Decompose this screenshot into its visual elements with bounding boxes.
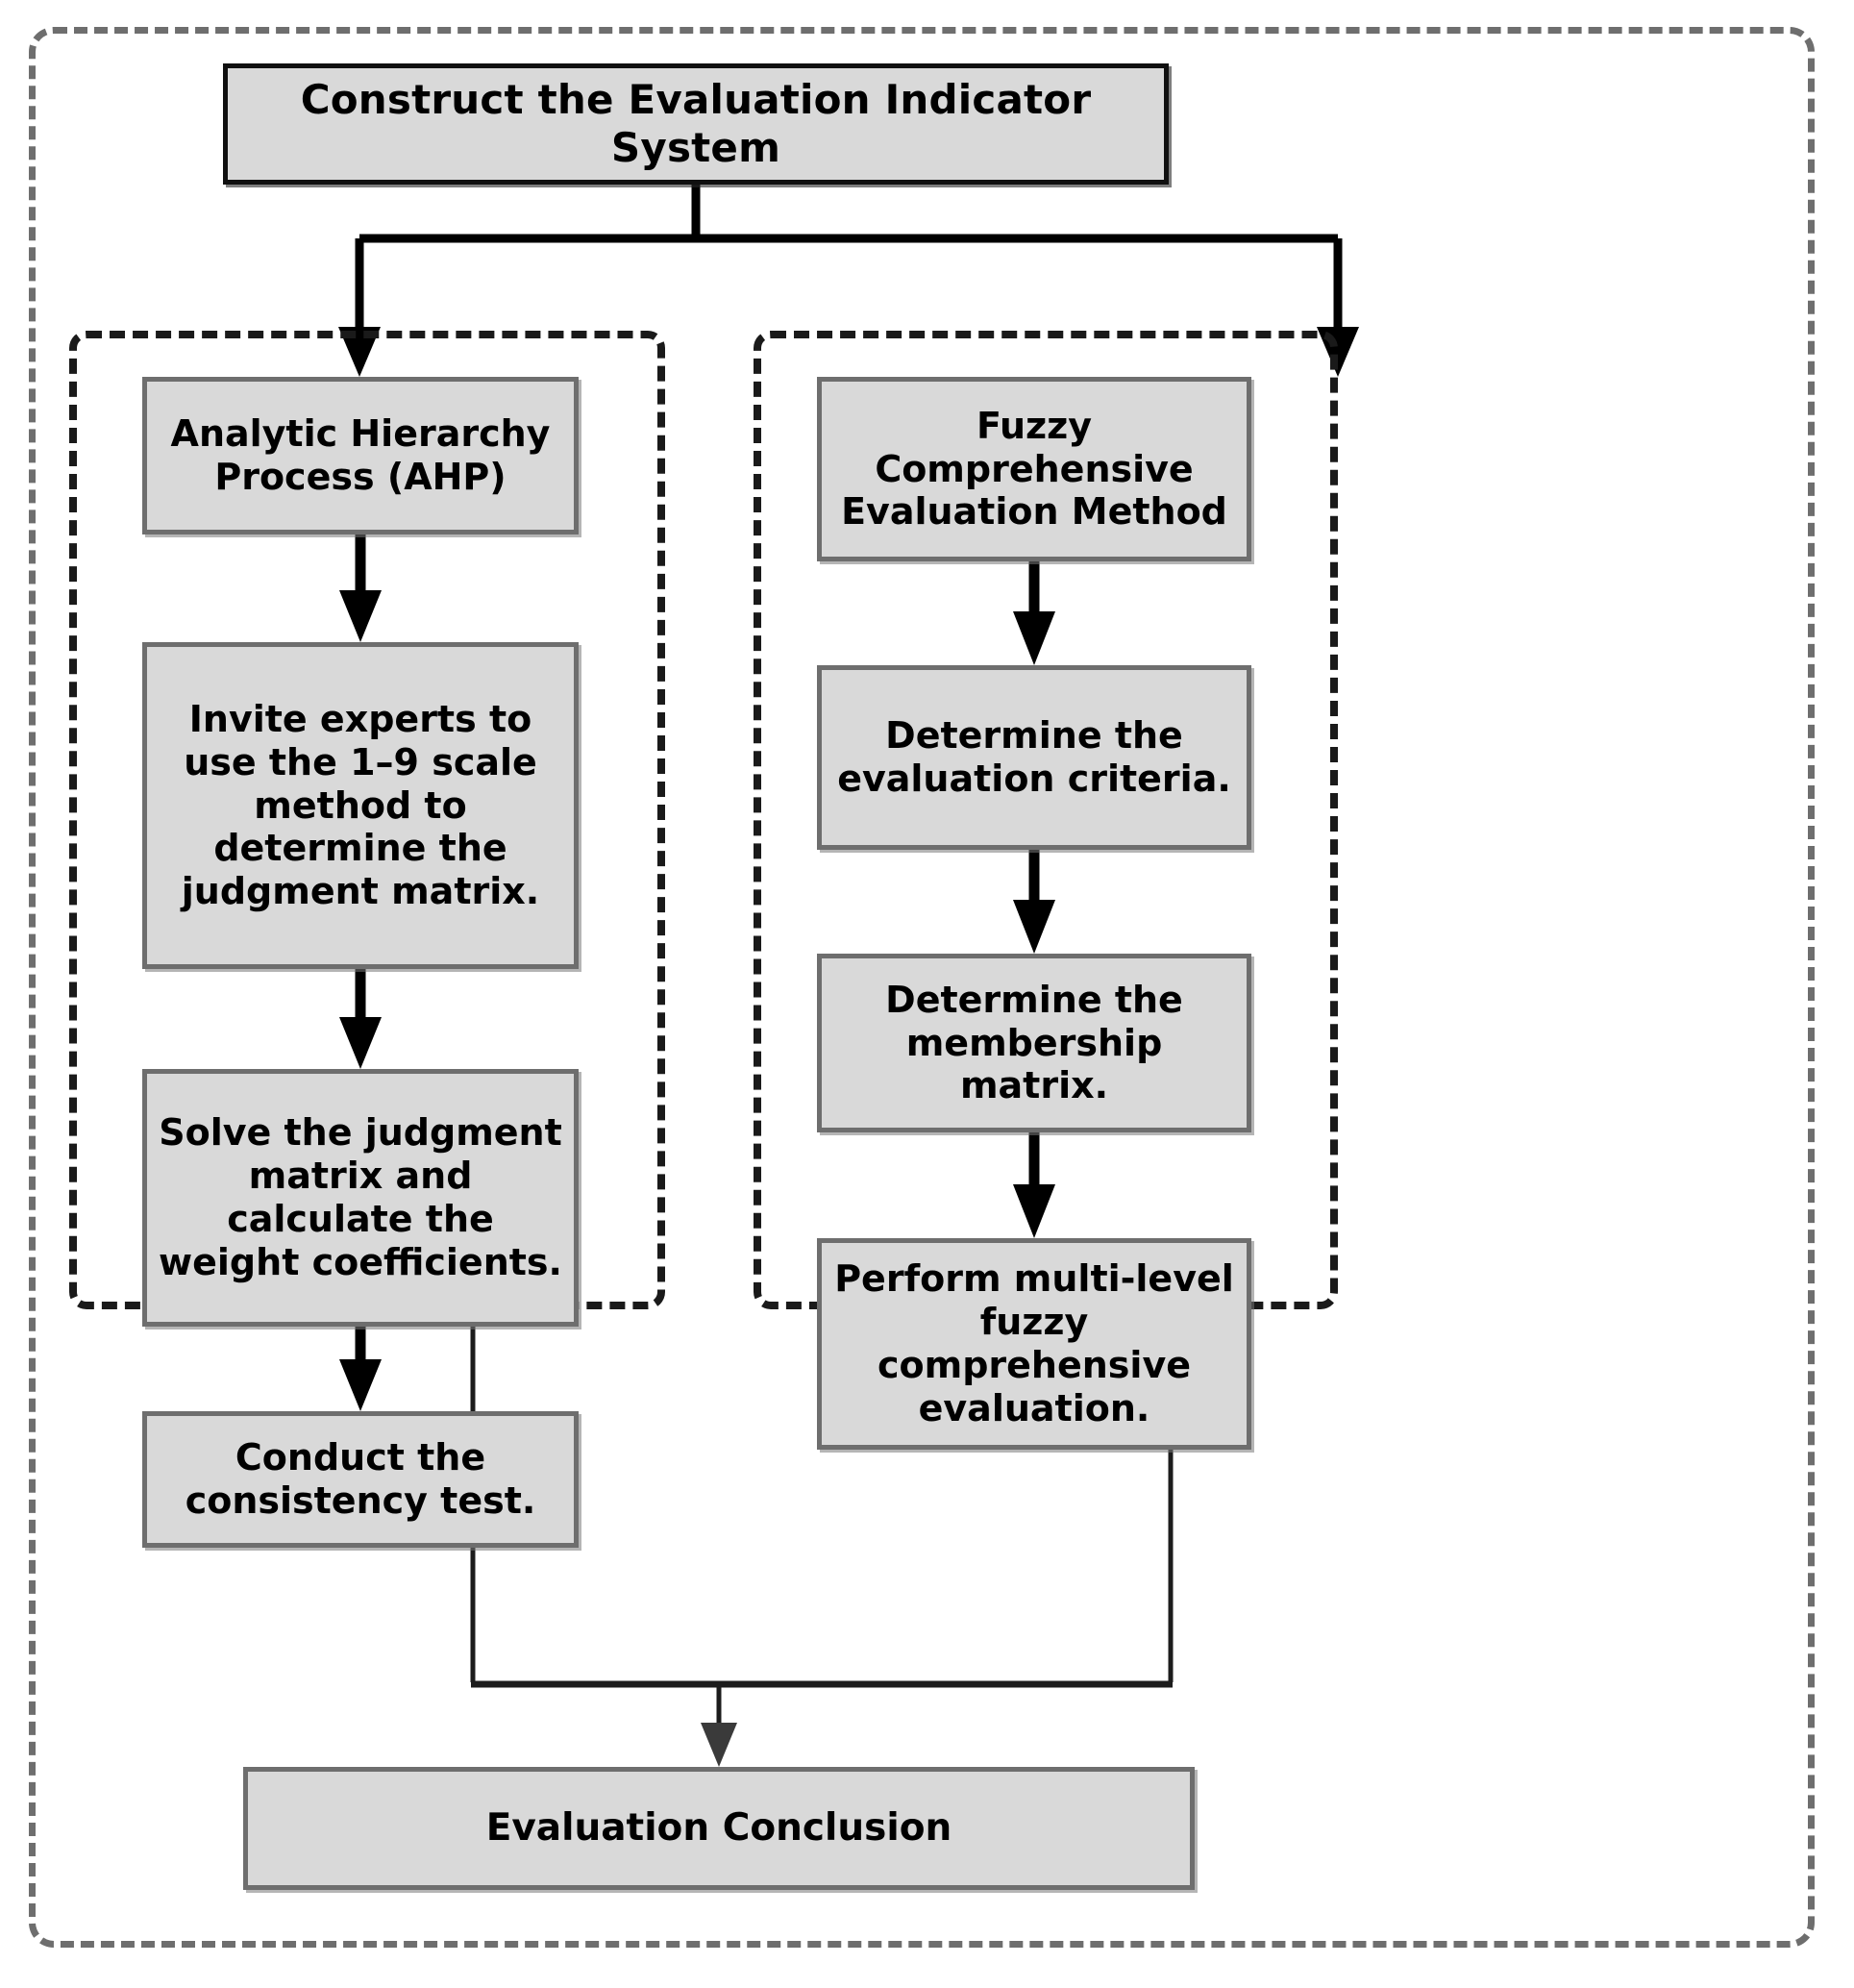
- node-analytic-hierarchy-process[interactable]: Analytic Hierarchy Process (AHP): [142, 377, 579, 534]
- node-conduct-consistency-test[interactable]: Conduct the consistency test.: [142, 1411, 579, 1548]
- outer-dashed-frame: [29, 27, 1815, 1948]
- node-determine-membership-matrix[interactable]: Determine the membership matrix.: [817, 954, 1251, 1132]
- node-determine-evaluation-criteria[interactable]: Determine the evaluation criteria.: [817, 665, 1251, 850]
- node-solve-judgment-matrix[interactable]: Solve the judgment matrix and calculate …: [142, 1069, 579, 1327]
- node-construct-indicator-system[interactable]: Construct the Evaluation Indicator Syste…: [223, 63, 1169, 185]
- node-evaluation-conclusion[interactable]: Evaluation Conclusion: [243, 1767, 1195, 1890]
- node-invite-experts-scale-method[interactable]: Invite experts to use the 1–9 scale meth…: [142, 642, 579, 969]
- node-perform-multilevel-fuzzy-evaluation[interactable]: Perform multi-level fuzzy comprehensive …: [817, 1238, 1251, 1450]
- node-fuzzy-comprehensive-evaluation-method[interactable]: Fuzzy Comprehensive Evaluation Method: [817, 377, 1251, 561]
